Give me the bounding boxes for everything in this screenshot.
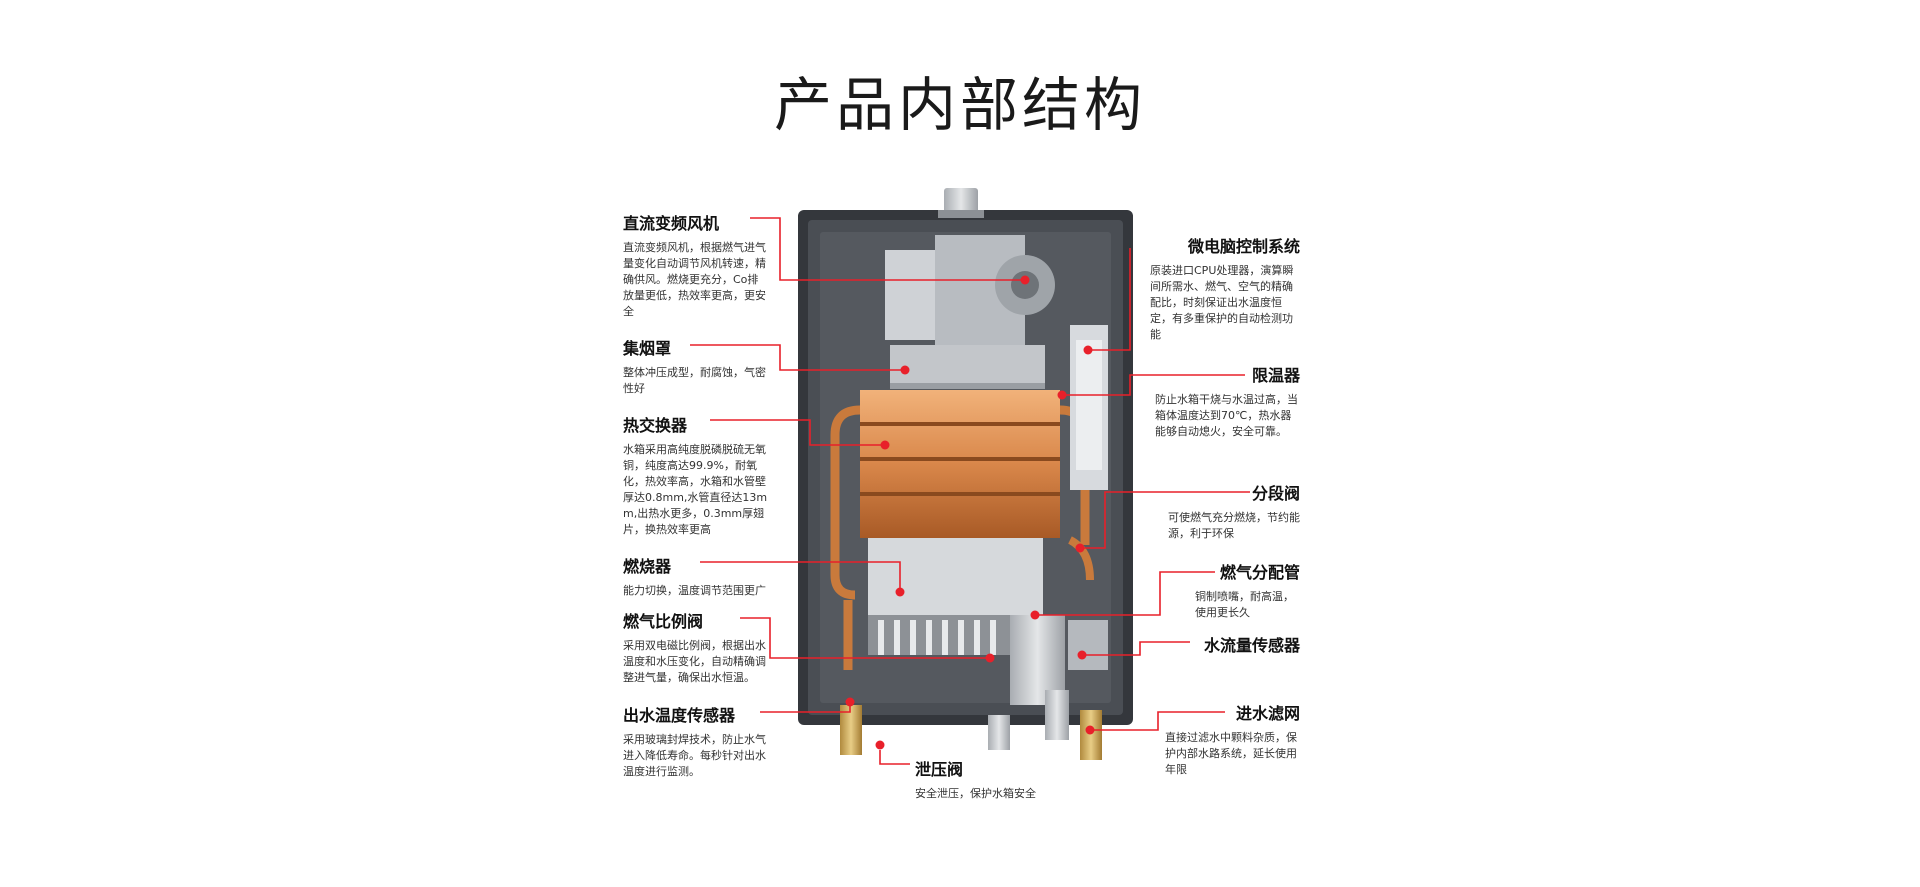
component-name: 限温器: [1251, 366, 1300, 385]
component-description: 原装进口CPU处理器，演算瞬间所需水、燃气、空气的精确配比，时刻保证出水温度恒定…: [1150, 264, 1294, 341]
component-description: 采用双电磁比例阀，根据出水温度和水压变化，自动精确调整进气量，确保出水恒温。: [623, 639, 766, 684]
callout-pressure-relief-valve: 泄压阀 安全泄压，保护水箱安全: [915, 756, 1075, 802]
component-name: 出水温度传感器: [623, 706, 736, 725]
component-name: 进水滤网: [1235, 704, 1300, 723]
dc-fan: [885, 235, 1055, 345]
component-name: 燃烧器: [623, 557, 672, 576]
component-name: 集烟罩: [623, 339, 672, 358]
callout-dc-fan: 直流变频风机 直流变频风机，根据燃气进气量变化自动调节风机转速，精确供风。燃烧更…: [623, 210, 768, 320]
callout-microcomputer-control: 微电脑控制系统 原装进口CPU处理器，演算瞬间所需水、燃气、空气的精确配比，时刻…: [1150, 233, 1300, 343]
callout-segment-valve: 分段阀 可使燃气充分燃烧，节约能源，利于环保: [1168, 480, 1300, 542]
callout-lines: [690, 217, 1250, 765]
component-description: 整体冲压成型，耐腐蚀，气密性好: [623, 366, 766, 395]
component-description: 铜制喷嘴，耐高温，使用更长久: [1195, 590, 1294, 619]
component-name: 燃气比例阀: [623, 612, 704, 631]
component-name: 燃气分配管: [1219, 563, 1300, 582]
callout-gas-proportional-valve: 燃气比例阀 采用双电磁比例阀，根据出水温度和水压变化，自动精确调整进气量，确保出…: [623, 608, 768, 686]
page-title: 产品内部结构: [773, 71, 1146, 139]
component-name: 泄压阀: [915, 760, 964, 779]
component-name: 直流变频风机: [623, 214, 720, 233]
component-description: 直流变频风机，根据燃气进气量变化自动调节风机转速，精确供风。燃烧更充分，Co排放…: [623, 241, 766, 318]
callout-temperature-limiter: 限温器 防止水箱干烧与水温过高，当箱体温度达到70℃，热水器能够自动熄火，安全可…: [1155, 362, 1300, 440]
component-description: 安全泄压，保护水箱安全: [915, 787, 1036, 800]
callout-heat-exchanger: 热交换器 水箱采用高纯度脱磷脱硫无氧铜，纯度高达99.9%，耐氧化，热效率高，水…: [623, 412, 768, 538]
component-name: 分段阀: [1251, 484, 1300, 503]
callout-smoke-hood: 集烟罩 整体冲压成型，耐腐蚀，气密性好: [623, 335, 768, 397]
component-name: 微电脑控制系统: [1187, 237, 1300, 256]
component-description: 采用玻璃封焊技术，防止水气进入降低寿命。每秒针对出水温度进行监测。: [623, 733, 766, 778]
callout-inlet-filter: 进水滤网 直接过滤水中颗料杂质，保护内部水路系统，延长使用年限: [1165, 700, 1300, 778]
component-description: 防止水箱干烧与水温过高，当箱体温度达到70℃，热水器能够自动熄火，安全可靠。: [1155, 393, 1298, 438]
smoke-hood: [890, 345, 1045, 389]
callout-dots: [845, 275, 1095, 750]
callout-burner: 燃烧器 能力切换，温度调节范围更广: [623, 553, 793, 599]
callout-water-flow-sensor: 水流量传感器: [1190, 632, 1300, 662]
gas-valve-assembly: [1010, 615, 1108, 740]
component-description: 水箱采用高纯度脱磷脱硫无氧铜，纯度高达99.9%，耐氧化，热效率高，水箱和水管壁…: [623, 443, 768, 536]
component-name: 水流量传感器: [1203, 636, 1300, 655]
component-description: 能力切换，温度调节范围更广: [623, 584, 766, 597]
component-name: 热交换器: [623, 416, 688, 435]
flue-outlet: [938, 188, 984, 218]
callout-outlet-temp-sensor: 出水温度传感器 采用玻璃封焊技术，防止水气进入降低寿命。每秒针对出水温度进行监测…: [623, 702, 768, 780]
callout-gas-distribution-pipe: 燃气分配管 铜制喷嘴，耐高温，使用更长久: [1195, 559, 1300, 621]
component-description: 直接过滤水中颗料杂质，保护内部水路系统，延长使用年限: [1165, 731, 1297, 776]
component-description: 可使燃气充分燃烧，节约能源，利于环保: [1168, 511, 1300, 540]
pipe-fittings: [840, 705, 1102, 760]
